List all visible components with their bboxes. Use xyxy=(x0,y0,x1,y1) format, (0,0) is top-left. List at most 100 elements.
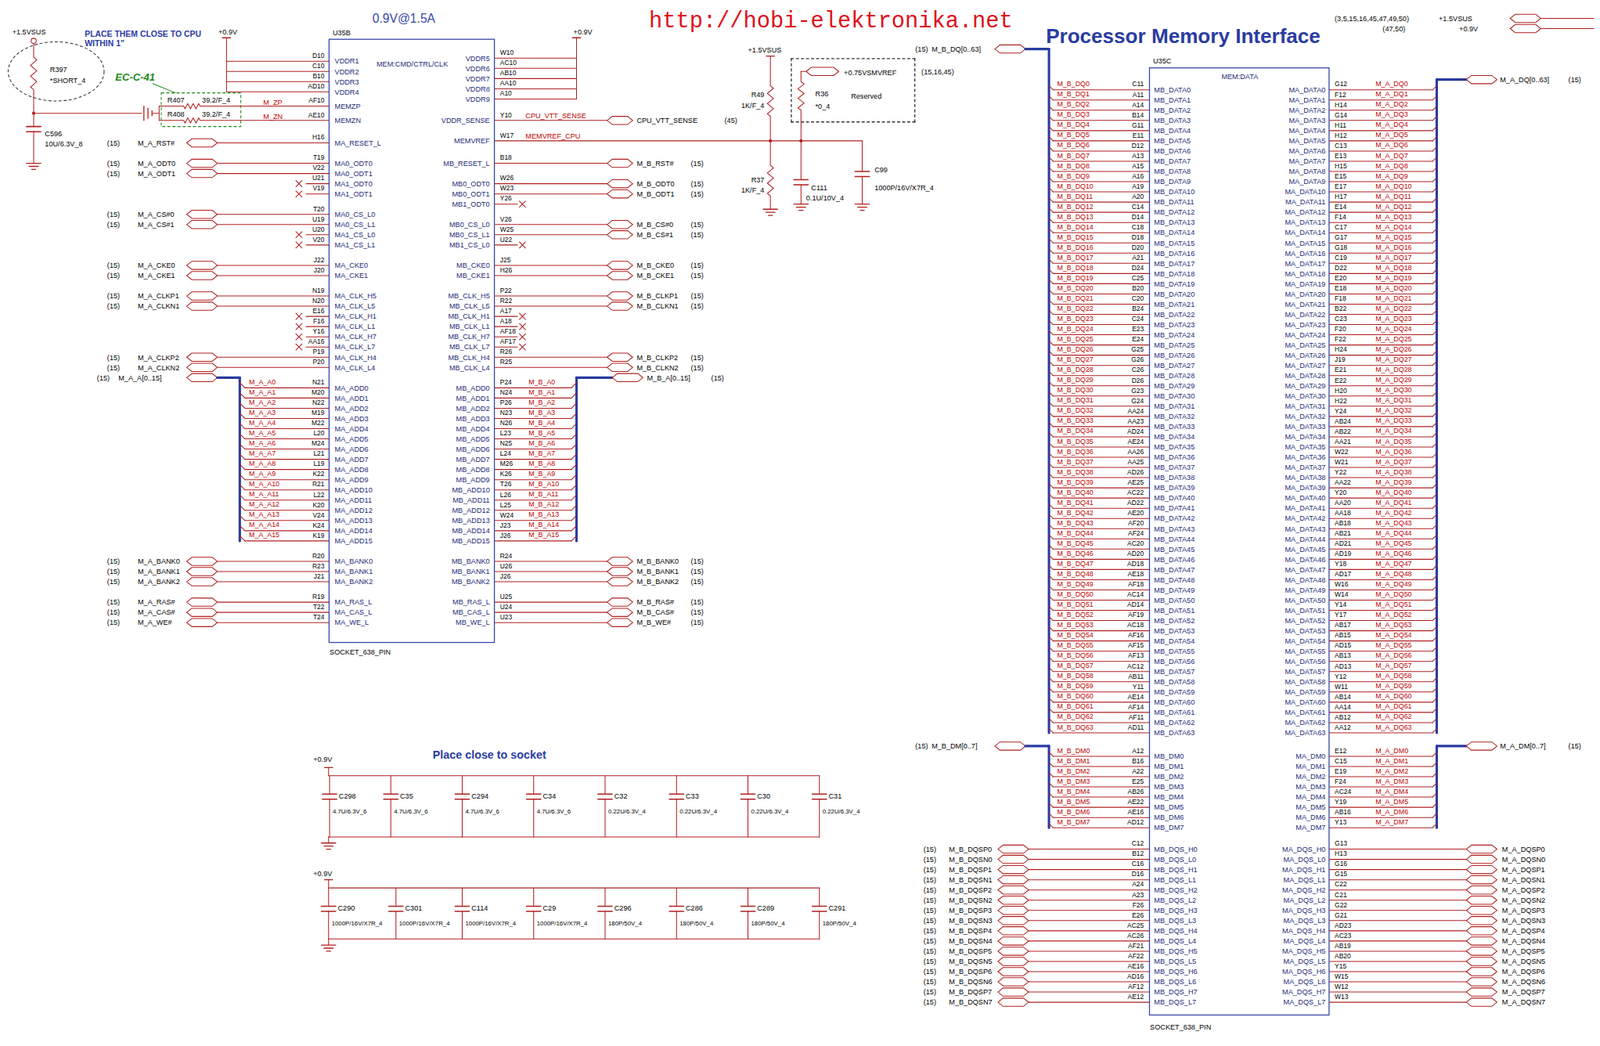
pin-name: MB_DATA31 xyxy=(1153,402,1195,410)
pin-name: MB_DQS_L7 xyxy=(1153,998,1197,1006)
part-reference: U35B xyxy=(332,28,351,37)
wire xyxy=(1432,823,1437,828)
ground-symbol xyxy=(763,209,778,210)
pin-name: MB_DATA12 xyxy=(1153,209,1195,217)
pin-name: MA_DATA55 xyxy=(1284,647,1326,655)
bus-net-name: M_B_A9 xyxy=(528,471,555,479)
wire xyxy=(494,326,518,328)
no-connect-mark xyxy=(295,190,303,198)
page-reference: (15) xyxy=(107,291,120,300)
wire xyxy=(327,767,329,775)
page-reference: (15) xyxy=(107,159,120,167)
pin-name: MA_DATA63 xyxy=(1284,728,1326,736)
pin-number: J19 xyxy=(1334,356,1346,364)
wire xyxy=(1048,823,1053,828)
pin-number: W17 xyxy=(500,132,514,139)
offpage-connector xyxy=(994,44,1026,53)
wire xyxy=(1048,688,1053,692)
wire xyxy=(1048,381,1053,386)
wire xyxy=(571,382,577,389)
pin-name: MA_ADD3 xyxy=(335,414,369,422)
bus-net-name: M_A_DQ8 xyxy=(1375,162,1408,170)
bus-net-name: M_B_DQ60 xyxy=(1056,693,1093,701)
pin-name: MB_ADD5 xyxy=(456,435,491,443)
wire xyxy=(800,184,802,205)
pin-name: MA_BANK1 xyxy=(335,567,374,575)
wire xyxy=(1432,483,1437,488)
pin-name: MA_ADD12 xyxy=(335,506,373,514)
wire xyxy=(239,382,246,389)
pin-name: MA_DM4 xyxy=(1295,793,1326,801)
wire xyxy=(158,106,160,121)
no-connect-mark xyxy=(519,333,527,340)
pin-name: MB_DATA55 xyxy=(1153,647,1195,655)
pin-name: MA_DATA39 xyxy=(1284,484,1326,492)
wire xyxy=(494,68,577,69)
wire xyxy=(1048,752,1053,757)
pin-number: C20 xyxy=(1131,295,1145,303)
pin-name: MB_ADD0 xyxy=(456,384,491,392)
page-reference: (15) xyxy=(107,169,120,177)
wire xyxy=(328,836,820,837)
pin-number: AD16 xyxy=(1127,972,1144,980)
pin-name: MB_CLK_L5 xyxy=(449,302,491,310)
wire xyxy=(328,887,820,889)
pin-name: MB_DATA9 xyxy=(1153,177,1191,185)
pin-number: B14 xyxy=(1131,111,1144,119)
wire xyxy=(494,316,518,318)
page-reference: (15) xyxy=(691,230,704,238)
net-name: M_B_ODT0 xyxy=(636,180,674,188)
capacitor-symbol xyxy=(526,905,541,908)
pin-name: MEMVREF xyxy=(454,136,491,145)
pin-name: MB_DM7 xyxy=(1153,824,1184,832)
page-reference: (15) xyxy=(923,967,937,975)
wire xyxy=(571,433,577,440)
wire xyxy=(1048,803,1053,808)
pin-name: MA_DATA56 xyxy=(1284,657,1326,665)
bus-net-name: M_A_A7 xyxy=(248,450,276,458)
wire xyxy=(1329,1001,1467,1003)
bus-net-name: M_B_DQ4 xyxy=(1056,122,1089,130)
pin-number: V20 xyxy=(312,236,325,243)
bus-net-name: M_A_DQ47 xyxy=(1375,560,1412,568)
wire xyxy=(1432,106,1437,111)
wire xyxy=(1329,477,1434,479)
wire xyxy=(1048,504,1053,509)
pin-name: MB_DATA35 xyxy=(1153,443,1195,451)
pin-name: MB_WE_L xyxy=(455,619,491,627)
wire xyxy=(1329,487,1434,489)
capacitor-symbol xyxy=(454,792,469,795)
wire xyxy=(1432,493,1437,498)
pin-name: MA_DATA48 xyxy=(1284,576,1326,584)
pin-number: D14 xyxy=(1131,213,1145,220)
pin-name: MB_CLK_L4 xyxy=(449,363,491,372)
power-rail-label: +0.9V xyxy=(1459,25,1478,33)
junction-dot xyxy=(768,139,772,143)
offpage-connector xyxy=(998,875,1029,883)
wire xyxy=(1028,868,1150,870)
pin-name: MA_DATA33 xyxy=(1284,422,1326,430)
page-reference: (15) xyxy=(915,742,928,750)
offpage-connector xyxy=(187,271,218,280)
part-label: 1K/F_4 xyxy=(741,186,764,194)
pin-number: AF22 xyxy=(1127,952,1144,959)
wire xyxy=(327,887,329,906)
wire xyxy=(1048,299,1053,304)
wire xyxy=(217,162,329,164)
offpage-connector xyxy=(607,577,634,586)
net-name: M_A_DQSP7 xyxy=(1502,988,1546,996)
wire xyxy=(1540,28,1594,29)
part-label: C294 xyxy=(471,792,489,800)
wire xyxy=(494,397,572,399)
pin-number: L21 xyxy=(313,450,325,458)
wire xyxy=(818,775,820,794)
pin-number: C18 xyxy=(1131,223,1145,231)
wire xyxy=(571,494,577,501)
pin-name: MB_DATA60 xyxy=(1153,698,1195,706)
capacitor-symbol xyxy=(669,792,684,795)
bus-net-name: M_B_DQ39 xyxy=(1056,479,1093,487)
bus-net-name: M_B_DQ7 xyxy=(1056,152,1089,160)
pin-number: H13 xyxy=(1334,850,1348,858)
bus-net-name: M_B_DQ3 xyxy=(1056,111,1089,119)
bus-net-name: M_A_DQ33 xyxy=(1375,418,1412,426)
